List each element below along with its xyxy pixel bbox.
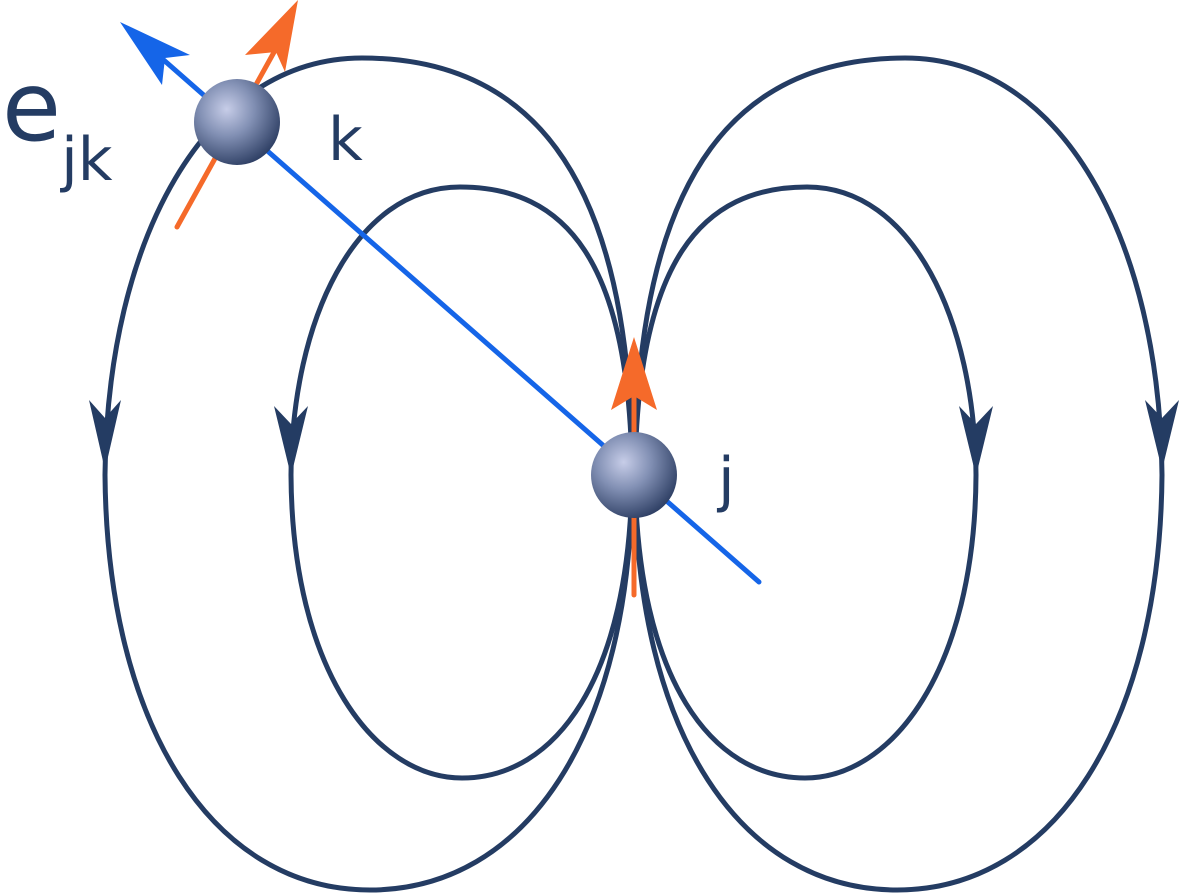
field-line-outer-left <box>102 55 635 893</box>
arrowhead-icon <box>89 400 121 470</box>
vector-label-main: e <box>2 51 61 163</box>
particle-k-sphere-icon <box>194 79 280 165</box>
separation-vector-arrowhead <box>120 22 190 85</box>
particle-k-label: k <box>328 105 363 175</box>
field-line-inner-right <box>632 184 979 781</box>
vector-label-subscript: jk <box>59 125 113 195</box>
arrowhead-icon <box>959 406 993 476</box>
particle-j-sphere-icon <box>591 432 677 518</box>
dipole-moment-k-arrowhead <box>245 0 298 72</box>
field-arrowheads <box>89 400 1179 476</box>
dipole-moment-j-arrowhead <box>611 337 657 410</box>
arrowhead-icon <box>1145 400 1179 470</box>
field-line-inner-left <box>288 184 635 781</box>
field-line-outer-right <box>632 55 1165 893</box>
arrowhead-icon <box>274 406 308 476</box>
particle-j-label: j <box>716 445 735 515</box>
vector-label: ejk <box>2 51 113 195</box>
